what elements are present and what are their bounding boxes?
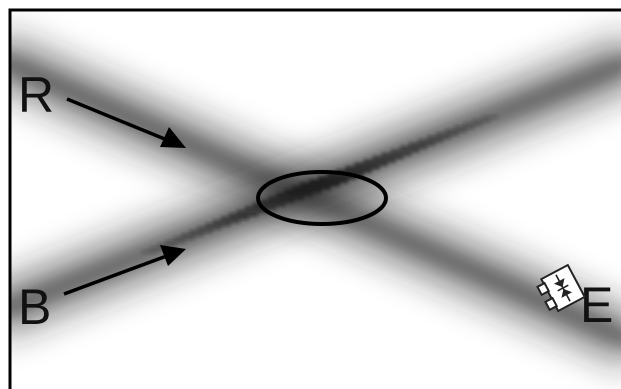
label-r: R [18,67,54,123]
label-e: E [580,277,613,333]
label-b: B [18,279,51,335]
